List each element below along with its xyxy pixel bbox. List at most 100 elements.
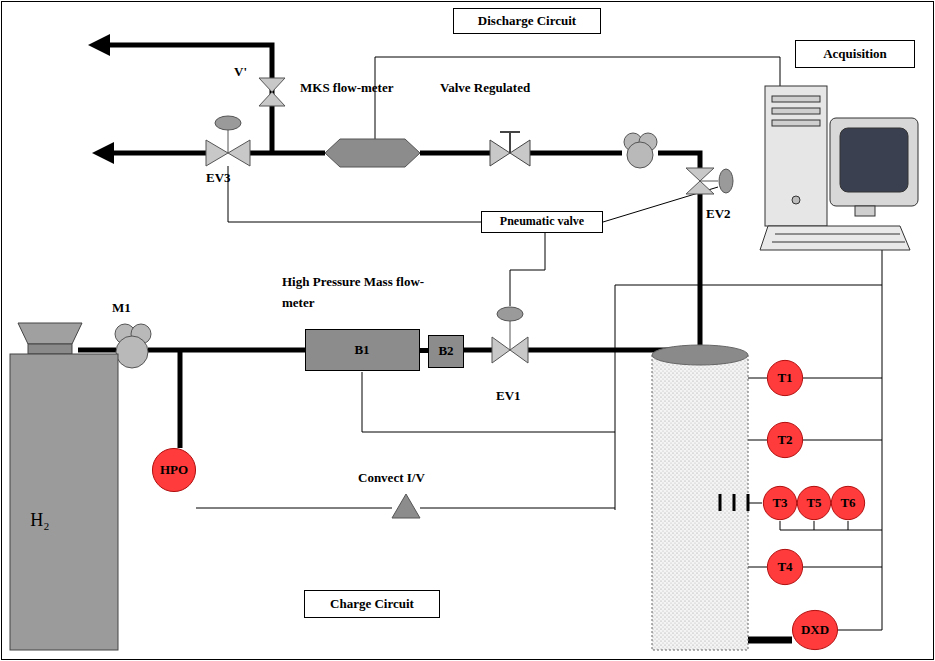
valve-symbol	[259, 78, 285, 106]
pneumatic-valve-symbol	[700, 181, 718, 182]
signal-wire	[803, 378, 882, 379]
gas-bottle	[10, 323, 118, 650]
thermocouple-probe	[720, 494, 748, 511]
outlet-arrow	[92, 142, 114, 164]
signal-wire	[375, 57, 780, 140]
computer	[760, 86, 918, 250]
node-text: T2	[777, 433, 792, 448]
sensor-outline	[767, 422, 802, 457]
discharge-pipe	[698, 194, 703, 345]
thermocouple-probe	[748, 503, 762, 504]
bottle-label: H₂	[18, 505, 62, 535]
component-label: High Pressure Mass flow-meter	[282, 272, 432, 314]
valve-symbol	[259, 78, 285, 92]
storage-tank	[652, 345, 748, 365]
charge-pipe	[178, 350, 183, 448]
node-text: T4	[777, 560, 792, 575]
node-text: DXD	[801, 623, 829, 638]
computer	[830, 118, 918, 206]
pneumatic-valve-symbol	[492, 337, 510, 363]
valve-tag: V'	[234, 62, 247, 83]
regulated-valve-symbol	[490, 132, 530, 166]
computer	[772, 96, 820, 102]
computer	[772, 120, 820, 126]
pneumatic-valve-symbol	[492, 307, 528, 363]
sensor-outline	[767, 360, 802, 395]
component-label: MKS flow-meter	[300, 78, 394, 99]
sensor-circle: T1	[767, 360, 803, 396]
sensor-circle: T4	[767, 549, 803, 585]
node-text: B1	[354, 343, 369, 358]
gas-bottle	[10, 354, 118, 650]
valve-tag: M1	[112, 298, 131, 319]
charge-pipe	[148, 348, 305, 353]
component-box: Charge Circuit	[304, 590, 440, 618]
outlet-arrow	[88, 34, 110, 56]
regulated-valve-symbol	[490, 140, 510, 166]
component-label: Valve Regulated	[440, 78, 530, 99]
discharge-pipe	[658, 153, 700, 168]
pneumatic-valve-symbol	[686, 168, 714, 181]
node-text: Pneumatic valve	[500, 215, 584, 229]
regulator-symbol	[627, 142, 653, 168]
regulator-symbol	[624, 133, 657, 168]
converter-symbol	[392, 494, 420, 518]
sensor-outline	[797, 486, 830, 519]
signal-wire	[420, 508, 615, 509]
sensor-outline	[767, 549, 802, 584]
thermocouple-probe	[733, 494, 736, 511]
signal-wire	[228, 166, 482, 222]
node-text: Discharge Circuit	[478, 14, 576, 29]
pneumatic-valve-symbol	[510, 337, 528, 363]
valve-tag: EV2	[706, 204, 731, 225]
discharge-pipe	[108, 45, 700, 345]
component-label: Convect I/V	[358, 468, 425, 489]
gas-bottle	[28, 344, 72, 354]
signal-wire	[780, 521, 882, 530]
valve-symbol	[259, 92, 285, 106]
pneumatic-valve-symbol	[510, 320, 511, 350]
node-text: T1	[777, 371, 792, 386]
discharge-pipe	[112, 151, 206, 156]
thermocouple-probe	[719, 494, 722, 511]
pneumatic-valve-symbol	[215, 116, 241, 130]
regulator-symbol	[116, 336, 148, 368]
sensor-circle: T5	[797, 486, 831, 520]
computer	[760, 226, 910, 250]
component-box: Pneumatic valve	[481, 211, 603, 233]
discharge-pipe	[530, 151, 622, 156]
valve-tag: EV1	[496, 386, 521, 407]
signal-wire	[196, 57, 882, 630]
charge-pipe	[78, 348, 116, 353]
pneumatic-valve-symbol	[228, 128, 229, 153]
sensor-circle: HPO	[152, 448, 196, 492]
node-text: T6	[840, 496, 855, 511]
pneumatic-valve-symbol	[206, 140, 228, 166]
thermocouple-probe	[748, 503, 762, 504]
component-box: B1	[305, 329, 420, 371]
component-box: Discharge Circuit	[453, 8, 601, 34]
node-text: B2	[438, 344, 453, 359]
discharge-pipe	[250, 151, 325, 156]
sensor-circle: DXD	[792, 610, 838, 650]
computer	[840, 128, 908, 192]
storage-tank	[652, 345, 748, 650]
sensor-circle: T2	[767, 422, 803, 458]
node-text: H₂	[30, 510, 49, 531]
node-text: T3	[772, 496, 787, 511]
pneumatic-valve-symbol	[228, 140, 250, 166]
gas-bottle	[18, 323, 82, 344]
charge-pipe	[460, 348, 492, 353]
sensor-outline	[792, 610, 837, 649]
node-text: Acquisition	[823, 47, 887, 62]
pneumatic-valve-symbol	[686, 181, 714, 194]
pneumatic-valve-symbol	[497, 307, 523, 321]
signal-wire	[814, 521, 815, 530]
sensor-outline	[152, 448, 195, 491]
discharge-pipe	[420, 151, 490, 156]
pneumatic-valve-symbol	[719, 169, 733, 193]
node-text: HPO	[160, 463, 188, 478]
pneumatic-valve-symbol	[686, 168, 733, 194]
computer	[765, 86, 827, 226]
component-box: Acquisition	[795, 40, 915, 68]
